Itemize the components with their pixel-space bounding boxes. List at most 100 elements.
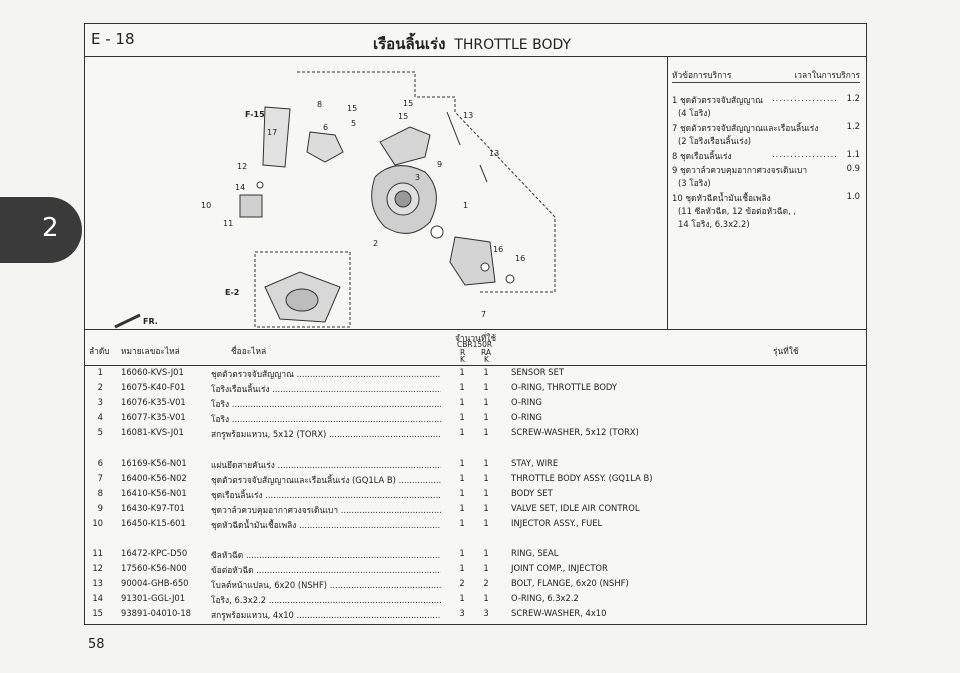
qty-r: 1 [459,563,465,574]
qty-r: 1 [459,502,465,513]
callout-17: 17 [267,128,278,137]
part-number: 93891-04010-18 [121,608,191,619]
qty-r: 1 [459,382,465,393]
table-row: 1 16060-KVS-J01 ชุดตัวตรวจจับสัญญาณ ......… [85,367,866,380]
qty-ra: 1 [483,412,489,423]
qty-ra: 2 [483,578,489,589]
part-name-en: RING, SEAL [511,548,559,558]
part-number: 16060-KVS-J01 [121,367,184,377]
qty-ra: 1 [483,563,489,574]
part-name-en: INJECTOR ASSY., FUEL [511,517,603,528]
qty-ra: 1 [483,593,489,604]
col-model: CBR150R [457,340,493,349]
col-k1: K [460,355,465,364]
part-name-en: SENSOR SET [511,367,564,377]
part-number: 16077-K35-V01 [121,412,186,423]
part-name-thai: ชุดตัวตรวจจับสัญญาณ ....................… [211,369,441,379]
col-k2: K [484,355,489,364]
qty-r: 1 [459,548,465,558]
service-item-name: 7 ชุดตัวตรวจจับสัญญาณและเรือนลิ้นเร่ง [672,123,819,133]
part-name-thai: แผ่นยึดสายคันเร่ง ......................… [211,459,441,470]
part-number: 16472-KPC-D50 [121,548,188,558]
part-name-en: O-RING, THROTTLE BODY [511,382,618,393]
service-item-note: (4 โอริง) [678,108,711,118]
part-number: 90004-GHB-650 [121,578,189,589]
part-name-thai: โอริง ..................................… [211,414,441,425]
part-index: 4 [97,412,103,423]
service-item-time: 1.2 [846,93,860,103]
col-qty: จำนวนที่ใช้ [455,333,497,343]
part-name-en: VALVE SET, IDLE AIR CONTROL [511,502,640,513]
callout-16b: 16 [515,254,526,263]
part-name-en: THROTTLE BODY ASSY. (GQ1LA B) [511,472,653,483]
part-name-thai: ชุดเรือนลิ้นเร่ง .......................… [211,489,441,500]
callout-2: 2 [373,239,379,248]
col-model-used: รุ่นที่ใช้ [773,346,799,356]
qty-r: 3 [459,608,465,619]
service-item-note: 14 โอริง, 6.3x2.2) [678,219,750,229]
service-item-time: 1.1 [846,149,860,159]
part-index: 13 [92,578,103,589]
col-no: ลำดับ [89,346,110,356]
qty-r: 1 [459,412,465,423]
service-item-name: 1 ชุดตัวตรวจจับสัญญาณ [672,95,763,105]
part-number: 17560-K56-N00 [121,563,187,574]
chapter-tab: 2 [0,197,82,263]
callout-1: 1 [463,201,469,210]
table-row: 13 90004-GHB-650 โบลต์หน้าแปลน, 6x20 (NSHF… [85,578,866,591]
chapter-number: 2 [42,213,59,243]
qty-ra: 1 [483,427,489,438]
callout-15c: 15 [398,112,409,121]
service-item-note: (3 โอริง) [678,178,711,188]
callout-10: 10 [201,201,212,210]
service-item-note: (11 ซีลหัวฉีด, 12 ข้อต่อหัวฉีด, , [678,206,796,216]
callout-15b: 15 [403,99,414,108]
section-code: E - 18 [91,30,135,48]
page-title: เรือนลิ้นเร่ง THROTTLE BODY [373,32,571,56]
part-index: 12 [92,563,103,574]
part-index: 7 [97,472,103,483]
parts-page-frame: E - 18 เรือนลิ้นเร่ง THROTTLE BODY [84,23,867,625]
part-name-thai: โอริงเรือนลิ้นเร่ง .....................… [211,384,441,395]
qty-r: 1 [459,457,465,468]
callout-11: 11 [223,219,234,228]
part-name-thai: สกรูพร้อมแหวน, 5x12 (TORX) .............… [211,429,441,440]
diagram-label-fr: FR. [143,317,158,326]
qty-r: 1 [459,367,465,377]
callout-15a: 15 [347,104,358,113]
qty-r: 1 [459,487,465,498]
qty-r: 2 [459,578,465,589]
part-index: 6 [97,457,103,468]
part-name-en: BOLT, FLANGE, 6x20 (NSHF) [511,578,629,589]
part-name-thai: ชุดตัวตรวจจับสัญญาณและเรือนลิ้นเร่ง (GQ1… [211,474,441,485]
service-header: หัวข้อการบริการ เวลาในการบริการ [672,68,860,83]
qty-ra: 1 [483,367,489,377]
qty-r: 1 [459,397,465,408]
part-name-thai: โบลต์หน้าแปลน, 6x20 (NSHF) .............… [211,580,441,591]
callout-12: 12 [237,162,248,171]
part-name-thai: โอริง, 6.3x2.2 .........................… [211,595,441,606]
qty-ra: 1 [483,397,489,408]
qty-ra: 3 [483,608,489,619]
part-number: 16430-K97-T01 [121,502,185,513]
callout-8: 8 [317,100,323,109]
part-index: 2 [97,382,103,393]
service-item-name: 9 ชุดวาล์วควบคุมอากาศวงจรเดินเบา [672,165,808,175]
part-name-thai: สกรูพร้อมแหวน, 4x10 ....................… [211,610,441,621]
service-item-time: 1.0 [846,191,860,201]
qty-r: 1 [459,593,465,604]
qty-r: 1 [459,472,465,483]
callout-9: 9 [437,160,443,169]
part-name-en: BODY SET [511,487,553,498]
part-index: 5 [97,427,103,438]
col-r: R [460,348,466,357]
